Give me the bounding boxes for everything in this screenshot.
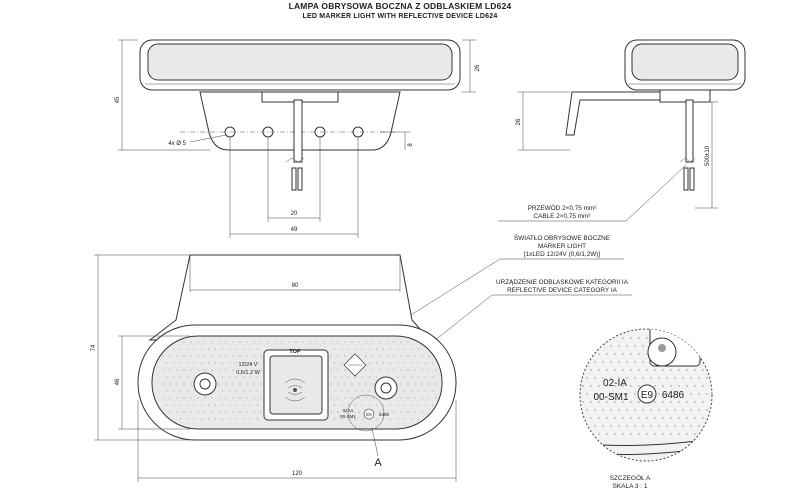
- side-wire-2: [689, 167, 695, 191]
- leader-cable: [625, 164, 687, 222]
- side-lens: [631, 43, 739, 81]
- dim-hole-offset: 8: [408, 143, 414, 147]
- side-base: [659, 89, 711, 103]
- approval-circle: [363, 408, 375, 420]
- dim-base-height: 74: [91, 344, 97, 351]
- side-bracket: [565, 91, 661, 136]
- dim-cable-length: 500±10: [705, 145, 711, 166]
- title-line-2: LED MARKER LIGHT WITH REFLECTIVE DEVICE …: [303, 13, 498, 20]
- side-cable: [685, 99, 694, 163]
- led-window-inner: [269, 355, 323, 415]
- note-reflector-pl: URZĄDZENIE ODBLASKOWE KATEGORII IA: [496, 279, 629, 286]
- note-light-spec: [1xLED 12/24V (0,6/1,2W)]: [524, 251, 601, 258]
- note-light-pl: ŚWIATŁO OBRYSOWE BOCZNE: [514, 233, 610, 242]
- lamp-approval-number: 6486: [379, 412, 390, 417]
- lamp-approval: E9: [366, 412, 372, 417]
- note-reflector-en: REFLECTIVE DEVICE CATEGORY IA: [507, 287, 617, 294]
- detail-code-1: 02-IA: [603, 378, 627, 389]
- front-lens: [147, 43, 453, 81]
- dim-side-height: 26: [516, 118, 522, 125]
- front-cable-break: [285, 157, 305, 163]
- dim-hole-spacing: 20: [291, 211, 298, 217]
- front-cable: [293, 99, 303, 163]
- detail-scale: SKALA 3 : 1: [612, 483, 647, 490]
- detail-caption: SZCZEGÓŁ A: [610, 473, 651, 482]
- callout-notes: PRZEWÓD 2×0,75 mm² CABLE 2×0,75 mm² ŚWIA…: [319, 164, 687, 373]
- lamp-power: 0,6/1,2 W: [236, 370, 260, 376]
- side-wire-1: [683, 167, 689, 191]
- title-line-1: LAMPA OBRYSOWA BOCZNA Z ODBLASKIEM LD624: [289, 1, 512, 11]
- note-cable-pl: PRZEWÓD 2×0,75 mm²: [528, 203, 597, 212]
- front-view-dimensions: 45 26 4x Ø 5 8 20 49: [115, 39, 481, 238]
- detail-approval-circle: [637, 384, 657, 404]
- side-view-dimensions: 26 500±10: [516, 91, 718, 209]
- note-light-en: MARKER LIGHT: [538, 243, 586, 250]
- side-view: [565, 39, 746, 191]
- top-view: TOP 12/24 V 0,6/1,2 W 02-IA 00-SM1 E9 64…: [137, 254, 457, 469]
- dim-hole-span: 49: [291, 227, 298, 233]
- detail-a-marker-circle: [347, 394, 385, 432]
- front-view: [139, 39, 461, 191]
- detail-a-marker-label: A: [374, 457, 382, 469]
- dim-hole-leader: [189, 134, 227, 143]
- dim-overall-height: 45: [115, 96, 121, 103]
- top-view-dimensions: 80 74 46 120: [91, 254, 457, 482]
- detail-code-2: 00-SM1: [593, 392, 628, 403]
- dim-hole-note: 4x Ø 5: [168, 141, 186, 147]
- detail-a-view: 02-IA 00-SM1 E9 6486 SZCZEGÓŁ A SKALA 3 …: [579, 328, 713, 490]
- manufacturer-logo-icon: [343, 353, 367, 377]
- lamp-voltage: 12/24 V: [239, 362, 258, 368]
- dim-overall-width: 120: [292, 471, 303, 477]
- detail-approval-number: 6486: [662, 390, 685, 401]
- lamp-top-label: TOP: [289, 349, 301, 355]
- title-block: LAMPA OBRYSOWA BOCZNA Z ODBLASKIEM LD624…: [289, 1, 512, 20]
- led-symbol-icon: [284, 378, 306, 402]
- detail-approval: E9: [641, 390, 654, 401]
- dim-lens-height: 46: [115, 378, 121, 385]
- dim-housing-height: 26: [475, 64, 481, 71]
- front-wire-2: [297, 167, 303, 191]
- lens-texture: [162, 341, 437, 420]
- front-wire-1: [291, 167, 297, 191]
- dim-bracket-width: 80: [292, 283, 299, 289]
- note-cable-en: CABLE 2×0,75 mm²: [533, 213, 590, 220]
